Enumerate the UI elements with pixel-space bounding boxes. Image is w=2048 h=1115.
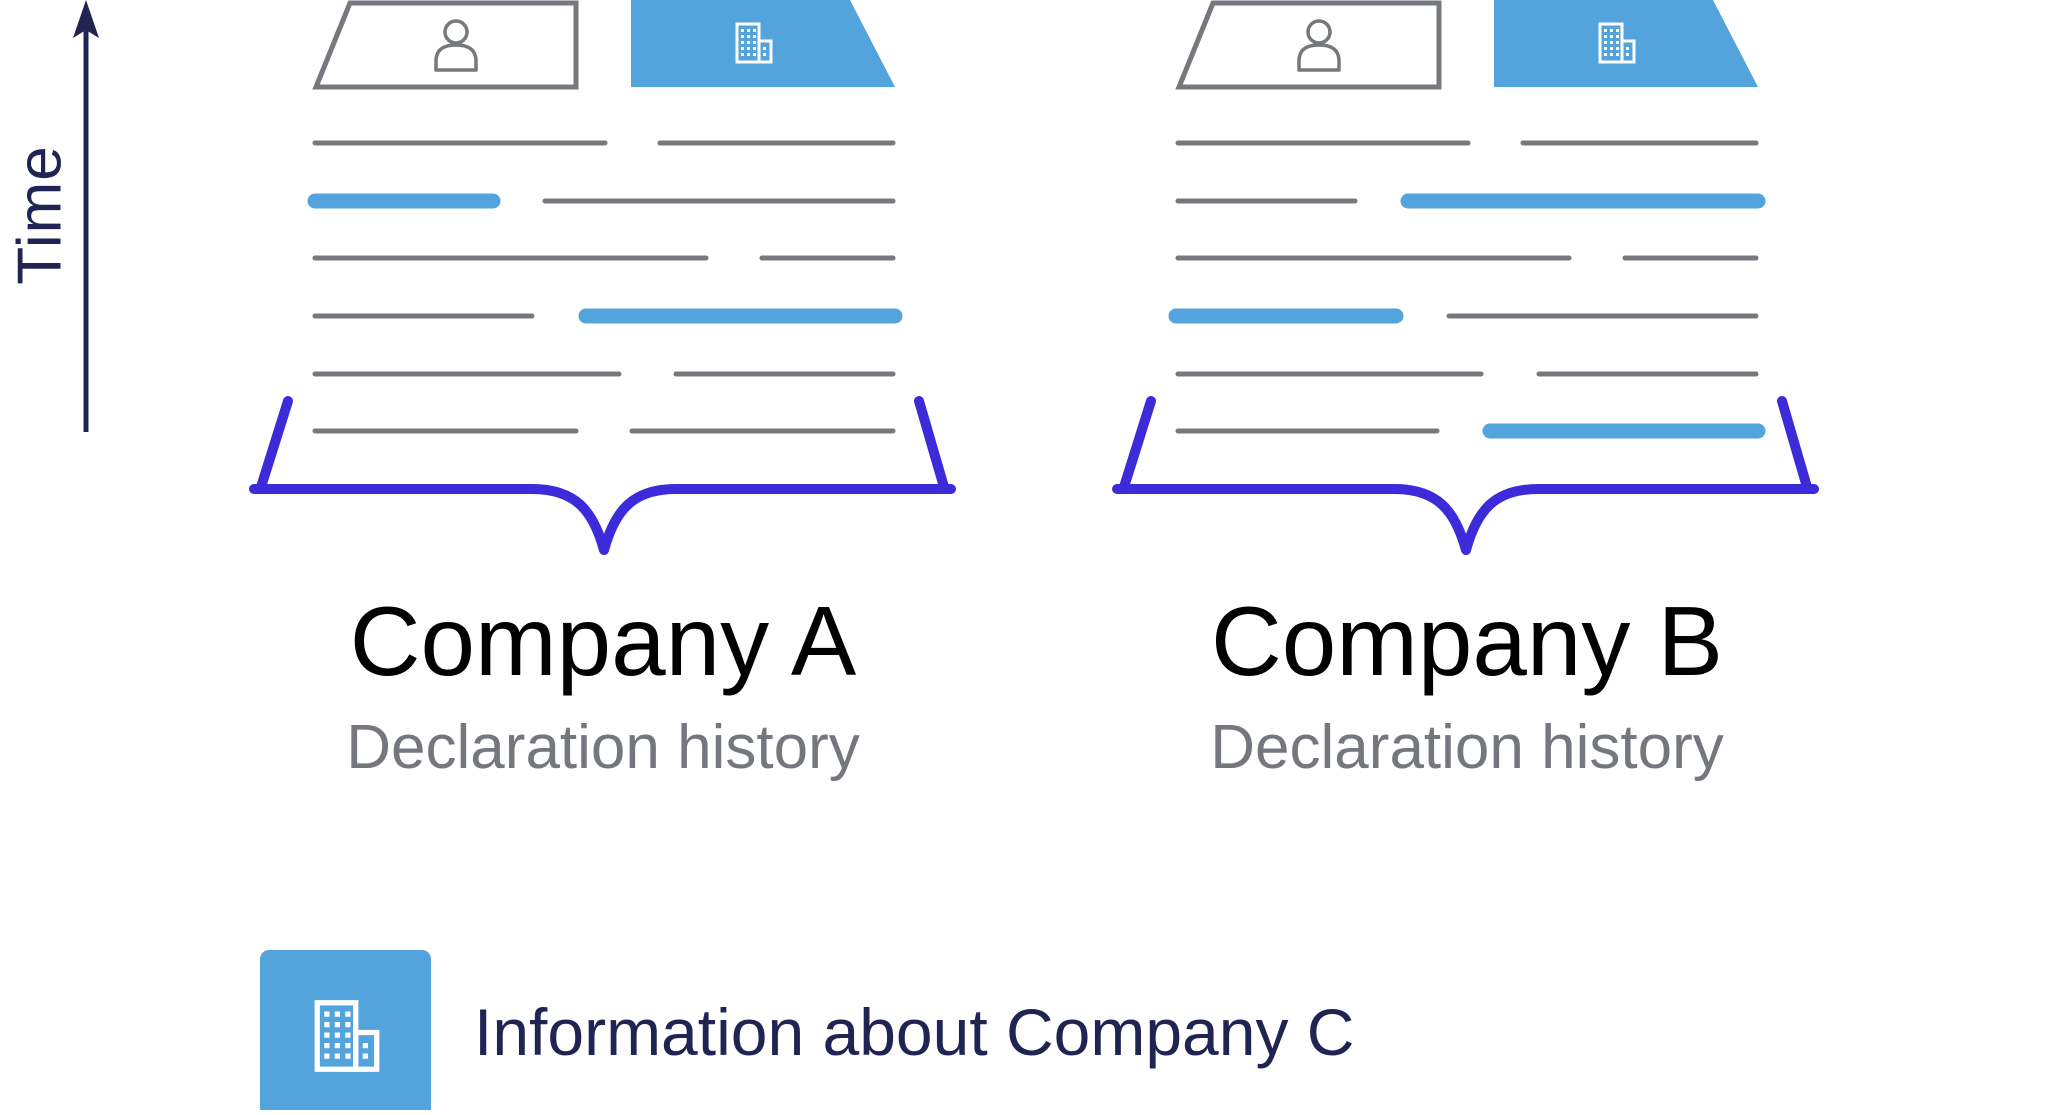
company-b-subtitle: Declaration history [1210,713,1724,782]
company-tab [631,0,895,87]
company-tab [1494,0,1758,87]
legend-label: Information about Company C [474,995,1355,1069]
company-b-title: Company B [1210,586,1723,696]
brace-bracket [249,396,956,555]
company-b-document [1112,0,1819,555]
legend-swatch [260,950,431,1115]
time-axis-label: Time [5,145,75,285]
time-axis-arrowhead [73,0,99,38]
company-a-document [249,0,956,555]
company-a-subtitle: Declaration history [346,713,860,782]
company-a-title: Company A [349,586,857,696]
brace-bracket [1112,396,1819,555]
